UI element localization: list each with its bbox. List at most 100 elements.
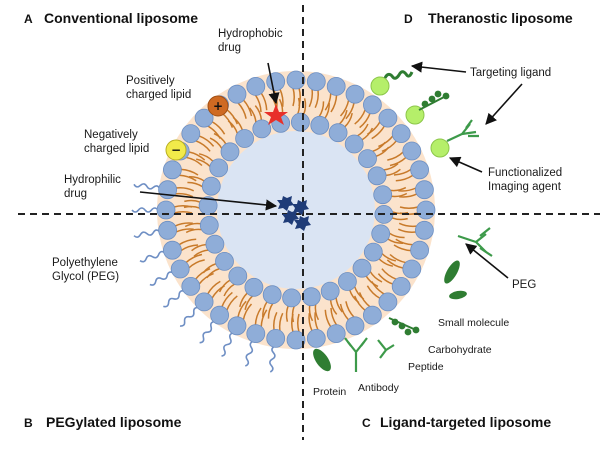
lipid-tail (314, 303, 320, 321)
lipid-tail (185, 253, 203, 264)
label-antibody: Antibody (358, 382, 400, 394)
lipid-head-outer (306, 328, 326, 348)
lipid-head-outer (410, 160, 430, 180)
lipid-head-outer (326, 324, 346, 344)
lipid-tail (388, 232, 405, 239)
peg-chain (221, 332, 234, 357)
positive-sign: + (213, 99, 223, 113)
lipid-tail (383, 163, 399, 171)
label-positive-2: charged lipid (126, 89, 191, 101)
lipid-head-inner (344, 134, 364, 154)
lipid-tail (185, 228, 203, 234)
lipid-tail (314, 312, 319, 331)
lipid-tail (385, 168, 401, 177)
lipid-tail (223, 283, 236, 297)
small-molecule-ligand-d (418, 90, 450, 111)
lipid-tail (371, 141, 386, 153)
negative-lipid: − (165, 139, 187, 161)
peg-chain (133, 183, 161, 190)
lipid-head-inner (201, 176, 221, 196)
peg-chain (149, 271, 174, 286)
lipid-tail (249, 107, 257, 123)
lipid-head-outer (181, 124, 201, 144)
lipid-tail (353, 295, 366, 312)
lipid-tail (198, 135, 215, 147)
quadrant-a-letter: A (24, 12, 33, 26)
lipid-tail (381, 140, 398, 153)
lipid-head-outer (227, 84, 247, 104)
lipid-tail (174, 222, 193, 227)
label-protein: Protein (313, 386, 346, 398)
lipid-tail (188, 259, 205, 269)
lipid-head-inner (198, 196, 218, 216)
label-peg-2: Glycol (PEG) (52, 271, 119, 283)
lipid-tail (278, 312, 284, 332)
peg-chain (269, 345, 276, 373)
lipid-tail (227, 120, 239, 135)
lipid-head-inner (228, 266, 248, 286)
lipid-tail (242, 99, 253, 117)
lipid-head-outer (286, 70, 306, 90)
lipid-head-outer (345, 316, 365, 336)
positive-lipid: + (207, 95, 229, 117)
lipid-tail (209, 137, 223, 150)
lipid-tail (188, 151, 206, 161)
lipid-head-inner (290, 112, 310, 132)
lipid-tail (174, 192, 194, 198)
lipid-tail (381, 252, 396, 262)
lipid-tail (387, 238, 404, 244)
hydrophobic-drug-star (264, 104, 288, 125)
lipid-head-outer (194, 292, 214, 312)
lipid-tail (369, 270, 383, 283)
lipid-tail (391, 217, 408, 221)
lipid-head-inner (301, 287, 321, 307)
protein-ligand-c1 (444, 260, 460, 284)
lipid-tail (330, 307, 338, 326)
lipid-tail (398, 222, 418, 228)
label-peg-1: Polyethylene (52, 257, 118, 269)
lipid-tail (303, 98, 307, 115)
quadrant-c-letter: C (362, 416, 371, 430)
lipid-head-outer (210, 305, 230, 325)
lipid-tail (356, 123, 369, 137)
lipid-head-inner (328, 123, 348, 143)
lipid-tail (193, 249, 209, 257)
lipid-tail (232, 116, 244, 131)
lipid-head-inner (215, 251, 234, 271)
lipid-head-outer (378, 292, 398, 312)
lipid-tail (365, 275, 379, 288)
lipid-head-inner (244, 277, 264, 297)
imaging-agent-3 (430, 138, 450, 158)
lipid-tail (211, 120, 226, 135)
lipid-tail (242, 303, 253, 321)
lipid-tail (371, 125, 386, 140)
arrow-targeting-ligand-1 (410, 61, 467, 73)
lipid-tail (206, 267, 221, 279)
quadrant-b-title: B PEGylated liposome (24, 414, 182, 430)
quadrant-d-title: D Theranostic liposome (404, 10, 573, 26)
lipid-head-inner (363, 242, 383, 262)
lipid-tail (399, 206, 419, 209)
negative-sign: − (171, 143, 181, 157)
label-peg-short: PEG (512, 279, 536, 291)
lipid-head-outer (162, 160, 182, 180)
lipid-head-inner (220, 142, 240, 162)
coiled-ligand-d (383, 70, 414, 80)
lipid-tail (389, 253, 407, 264)
hydrophilic-drug-cluster (277, 196, 311, 231)
lipid-head-inner (352, 258, 372, 278)
lipid-head-outer (416, 200, 436, 220)
lipid-head-inner (310, 115, 330, 135)
lipid-head-outer (410, 240, 430, 260)
lipid-tail (389, 156, 407, 167)
lipid-tail (206, 280, 221, 295)
lipid-tail (395, 174, 414, 182)
antibody-ligand-d (446, 119, 479, 142)
label-carbohydrate: Carbohydrate (428, 344, 492, 356)
lipid-head-outer (362, 305, 382, 325)
lipid-tail (378, 258, 394, 267)
lipid-tail (237, 300, 247, 318)
lipid-tail (254, 307, 262, 326)
quadrant-d-label: Theranostic liposome (428, 10, 573, 26)
quadrant-d-letter: D (404, 12, 413, 26)
